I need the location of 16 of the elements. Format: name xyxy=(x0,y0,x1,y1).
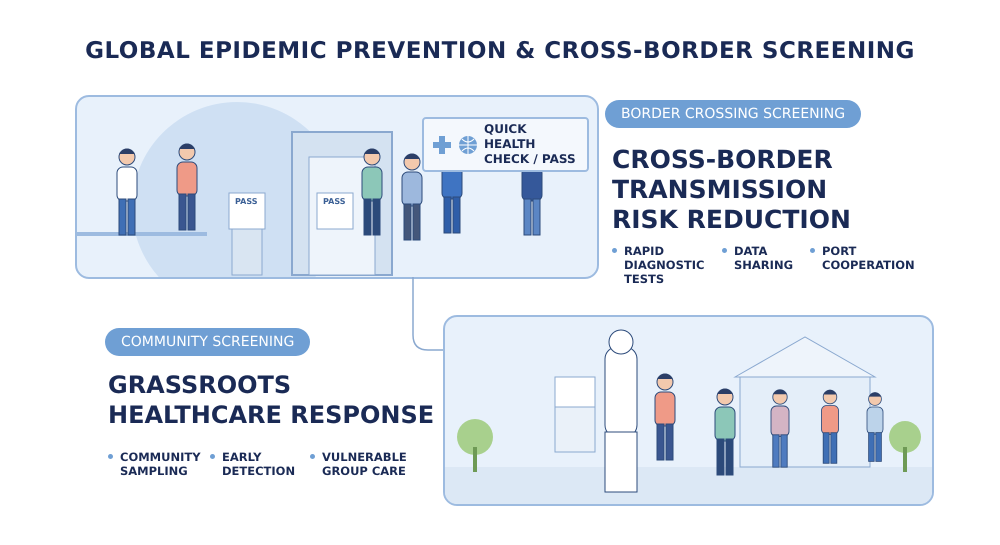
bullet-text: RAPID DIAGNOSTIC TESTS xyxy=(612,244,719,286)
sign-board xyxy=(422,117,589,172)
bullet-text: VULNERABLE GROUP CARE xyxy=(310,450,432,478)
screen-text: PASS xyxy=(235,197,258,206)
section-heading: GRASSROOTS HEALTHCARE RESPONSE xyxy=(108,370,436,430)
connector-line xyxy=(412,277,443,351)
section-tag: COMMUNITY SCREENING xyxy=(105,328,310,356)
screen-text: PASS xyxy=(323,197,346,206)
bullet-text: DATA SHARING xyxy=(722,244,804,272)
bullet-text: PORT COOPERATION xyxy=(810,244,932,272)
section-tag: BORDER CROSSING SCREENING xyxy=(605,100,862,128)
section-heading: CROSS-BORDER TRANSMISSION RISK REDUCTION xyxy=(612,145,852,235)
bullet-text: EARLY DETECTION xyxy=(210,450,307,478)
bullet-text: COMMUNITY SAMPLING xyxy=(108,450,210,478)
title: GLOBAL EPIDEMIC PREVENTION & CROSS-BORDER SCREENING xyxy=(84,38,916,64)
sign-text: QUICK HEALTH CHECK / PASS xyxy=(484,122,577,167)
